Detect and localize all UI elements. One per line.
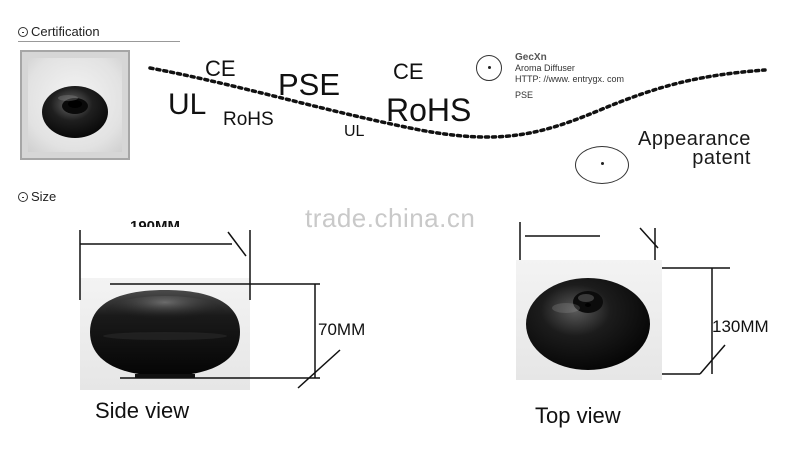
ul-mark-2: UL <box>344 123 365 140</box>
side-view-width-label: 190MM <box>130 218 181 227</box>
brand-url: HTTP: //www. entrygx. com <box>515 74 625 84</box>
rohs-mark-1: RoHS <box>223 109 274 130</box>
appearance-patent-line1: Appearance <box>638 128 751 150</box>
size-heading: Size <box>18 189 56 204</box>
side-view-height-label: 70MM <box>318 320 366 339</box>
product-thumbnail-image <box>42 86 108 138</box>
ce-mark-1: CE <box>205 56 236 81</box>
ul-mark-1: UL <box>168 88 207 121</box>
side-view-product-image <box>90 290 240 378</box>
side-view-caption: Side view <box>95 398 190 423</box>
top-view-product-image <box>526 278 650 370</box>
pse-mark: PSE <box>278 67 341 102</box>
certification-heading: Certification <box>18 24 100 39</box>
top-view-depth-label: 130MM <box>712 317 769 336</box>
top-view-photo <box>516 260 662 380</box>
certification-heading-label: Certification <box>31 24 100 39</box>
brand-info: GecXn Aroma Diffuser HTTP: //www. entryg… <box>515 52 624 85</box>
certification-underline <box>18 41 180 42</box>
size-heading-label: Size <box>31 189 57 204</box>
appearance-patent-line2: patent <box>692 147 751 169</box>
side-view-photo <box>80 278 250 390</box>
ce-mark-2: CE <box>393 59 424 84</box>
rohs-mark-2: RoHS <box>386 92 472 128</box>
brand-logo-icon <box>476 55 502 81</box>
brand-pse-label: PSE <box>515 90 534 100</box>
certification-dotted-wave <box>148 66 767 139</box>
appearance-patent-text: Appearance patent <box>638 128 751 169</box>
top-view-caption: Top view <box>535 403 621 428</box>
section-bullet-icon <box>18 26 28 37</box>
appearance-patent-icon <box>575 146 629 184</box>
watermark: trade.china.cn <box>305 203 476 233</box>
brand-product: Aroma Diffuser <box>515 63 575 73</box>
section-bullet-icon <box>18 191 28 202</box>
product-thumbnail <box>20 50 130 160</box>
brand-name: GecXn <box>515 52 547 63</box>
